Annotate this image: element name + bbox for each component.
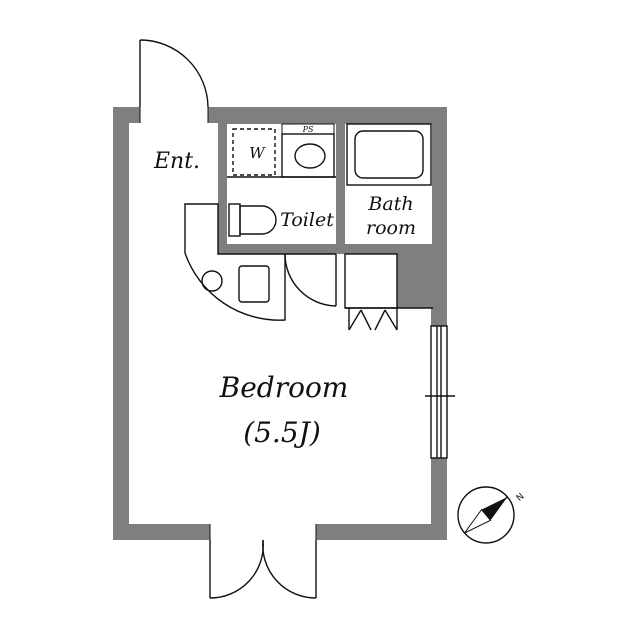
closet-side-wall	[397, 252, 433, 308]
toilet-fixture	[228, 203, 277, 237]
closet-doors	[348, 308, 398, 331]
wash-basin	[281, 133, 335, 178]
bedroom-label: Bedroom	[219, 371, 349, 404]
bath-label-line2: room	[366, 217, 416, 239]
sink	[238, 265, 270, 303]
compass-icon: N	[457, 486, 527, 544]
pipe-space-label: PS	[302, 125, 314, 134]
window	[425, 325, 455, 459]
window-opening	[429, 326, 449, 458]
bath-label-line1: Bath	[367, 193, 413, 215]
wall-between-toilet-bath	[336, 120, 345, 254]
toilet-label: Toilet	[280, 209, 334, 231]
wet-area-wall-bottom	[218, 244, 438, 254]
balcony-doors	[209, 539, 317, 599]
basin-bowl	[294, 143, 326, 169]
entrance-label: Ent.	[153, 149, 200, 174]
bedroom-size-label: (5.5J)	[243, 416, 321, 449]
entrance-door-opening	[140, 105, 208, 125]
wet-area-wall-left	[218, 120, 227, 253]
bath-door-frame	[344, 253, 398, 309]
entrance-door	[139, 39, 209, 108]
washer-space	[232, 128, 276, 176]
balcony-door-opening	[210, 522, 316, 542]
bath-right-wall	[432, 120, 438, 254]
wet-area-wall-top	[218, 120, 438, 124]
washer-label: W	[249, 144, 266, 162]
kitchen-counter	[184, 203, 286, 321]
bathtub	[346, 123, 432, 186]
stove-burner	[201, 270, 223, 292]
toilet-door	[284, 253, 337, 307]
compass-north-label: N	[515, 492, 527, 504]
